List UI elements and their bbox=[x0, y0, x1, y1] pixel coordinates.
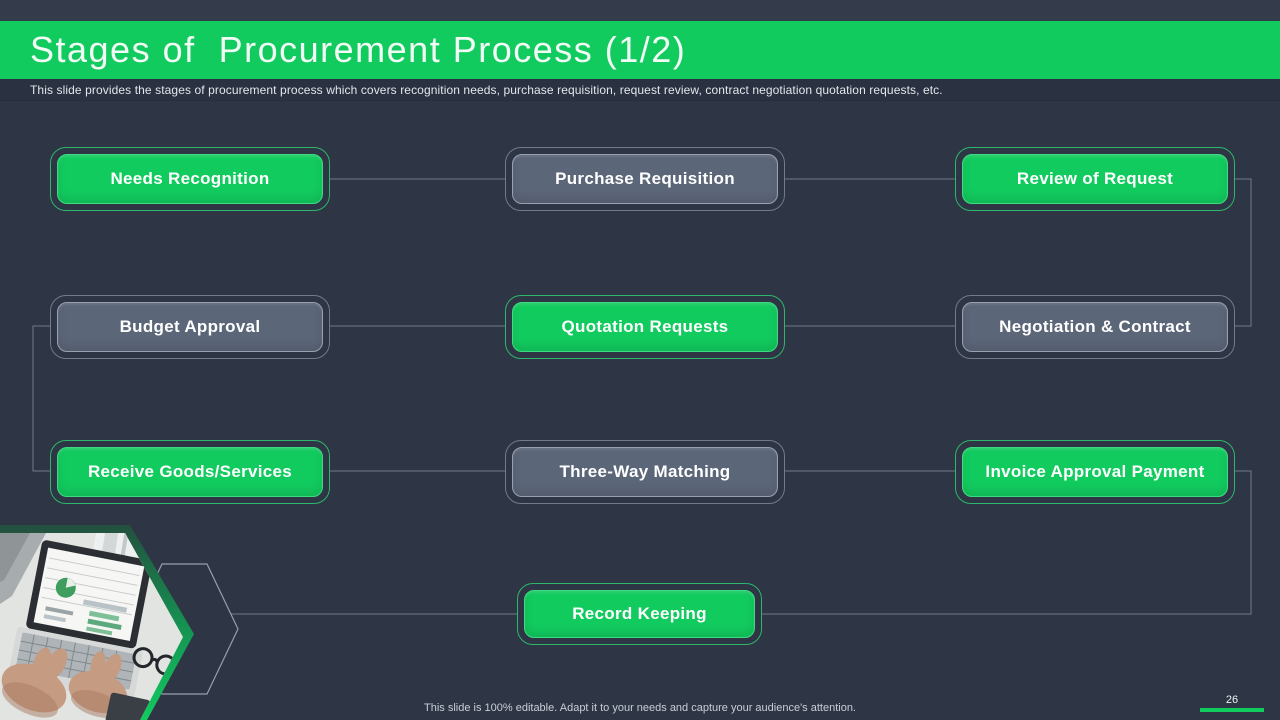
flow-box-three-way-matching[interactable]: Three-Way Matching bbox=[505, 440, 785, 504]
flow-box-review-of-request[interactable]: Review of Request bbox=[955, 147, 1235, 211]
laptop-photo bbox=[0, 533, 183, 720]
page-number-value: 26 bbox=[1225, 694, 1239, 706]
flow-box-receive-goods-services[interactable]: Receive Goods/Services bbox=[50, 440, 330, 504]
flow-box-invoice-approval-payment[interactable]: Invoice Approval Payment bbox=[955, 440, 1235, 504]
flow-box-purchase-requisition[interactable]: Purchase Requisition bbox=[505, 147, 785, 211]
flow-box-label: Quotation Requests bbox=[512, 302, 778, 352]
flow-box-negotiation-contract[interactable]: Negotiation & Contract bbox=[955, 295, 1235, 359]
flow-box-label: Budget Approval bbox=[57, 302, 323, 352]
flow-box-label: Purchase Requisition bbox=[512, 154, 778, 204]
page-title: Stages of Procurement Process (1/2) bbox=[30, 29, 687, 70]
flow-box-quotation-requests[interactable]: Quotation Requests bbox=[505, 295, 785, 359]
flow-box-needs-recognition[interactable]: Needs Recognition bbox=[50, 147, 330, 211]
flow-box-label: Negotiation & Contract bbox=[962, 302, 1228, 352]
slide-subtitle: This slide provides the stages of procur… bbox=[30, 82, 943, 97]
flow-box-budget-approval[interactable]: Budget Approval bbox=[50, 295, 330, 359]
flow-box-label: Review of Request bbox=[962, 154, 1228, 204]
flow-connector-lines bbox=[32, 178, 1252, 615]
footer-note: This slide is 100% editable. Adapt it to… bbox=[424, 702, 856, 714]
hexagon-outline-shape bbox=[130, 563, 239, 695]
flow-box-label: Three-Way Matching bbox=[512, 447, 778, 497]
top-strip bbox=[0, 0, 1280, 21]
page-number-underline bbox=[1200, 708, 1264, 712]
flow-box-label: Needs Recognition bbox=[57, 154, 323, 204]
title-bar: Stages of Procurement Process (1/2) bbox=[0, 21, 1280, 79]
flow-box-label: Record Keeping bbox=[524, 590, 755, 638]
flow-box-label: Invoice Approval Payment bbox=[962, 447, 1228, 497]
subtitle-band: This slide provides the stages of procur… bbox=[0, 79, 1280, 101]
flow-box-record-keeping[interactable]: Record Keeping bbox=[517, 583, 762, 645]
page-number: 26 bbox=[1200, 694, 1264, 712]
flow-box-label: Receive Goods/Services bbox=[57, 447, 323, 497]
